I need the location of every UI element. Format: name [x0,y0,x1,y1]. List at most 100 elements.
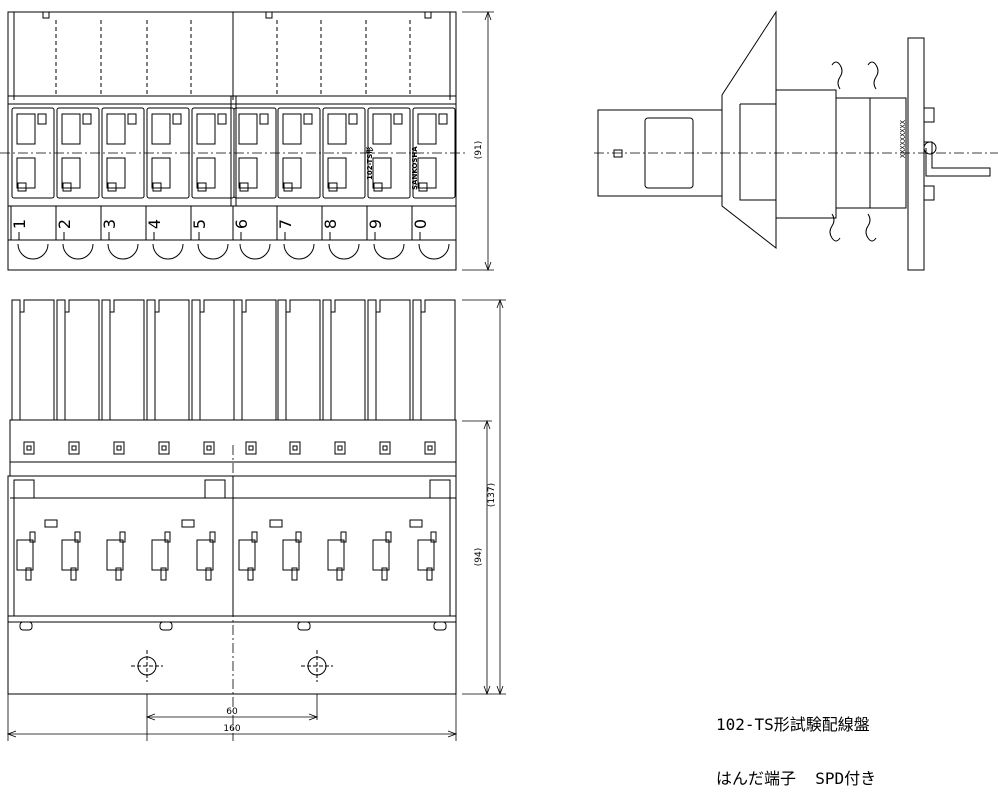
module-latch [283,182,293,192]
solder-cup-inner [427,445,433,451]
base-foot [159,621,173,631]
solder-cup-inner [71,445,77,451]
serial-mark: XXXXXXXXX [899,119,907,158]
title-line-1: 102-TS形試験配線盤 [716,715,870,734]
dimension-side-body-height: (94) [474,548,484,566]
module-latch [373,182,383,192]
module-window-upper [106,113,126,145]
clip-tab [429,479,451,499]
module-latch [152,182,162,192]
terminal-pin [430,531,437,543]
base-foot [433,621,447,631]
module-window-upper [61,113,81,145]
terminal-leg [160,567,167,581]
solder-cup [424,441,436,455]
solder-cup-inner [116,445,122,451]
module-window-upper [151,113,171,145]
module-latch [62,182,72,192]
module-marker [82,113,92,125]
contact-fin [101,299,145,420]
terminal-block [16,539,34,571]
terminal-block [238,539,256,571]
terminal-leg [381,567,388,581]
terminal-pin [119,531,126,543]
side-view [594,10,998,271]
module-marker [217,113,227,125]
terminal-block [282,539,300,571]
module-latch [17,182,27,192]
contact-fin [191,299,235,420]
module-marker [393,113,403,125]
solder-cup-inner [248,445,254,451]
clip-tab [13,479,35,499]
solder-cup [68,441,80,455]
solder-cup-inner [382,445,388,451]
terminal-leg [115,567,122,581]
module-window-upper [196,113,216,145]
terminal-number: 5 [190,219,209,229]
terminal-block [151,539,169,571]
terminal-leg [426,567,433,581]
terminal-block [417,539,435,571]
scallop [17,243,49,260]
dimension-mount-pitch: 60 [226,707,238,717]
scallop [418,243,450,260]
terminal-block [196,539,214,571]
scallop [328,243,360,260]
terminal-number: 9 [366,219,385,229]
scallop [62,243,94,260]
terminal-pin [209,531,216,543]
module-marker [172,113,182,125]
scallop [107,243,139,260]
module-marker [37,113,47,125]
terminal-leg [247,567,254,581]
spd-window [409,519,423,528]
spd-window [269,519,283,528]
terminal-number: 3 [100,219,119,229]
contact-fin [56,299,100,420]
module-latch [197,182,207,192]
terminal-leg [70,567,77,581]
terminal-block [106,539,124,571]
contact-fin [146,299,190,420]
module-window-upper [417,113,437,145]
dimension-side-total-height: (137) [487,483,497,507]
terminal-number: 4 [145,219,164,229]
module-window-upper [372,113,392,145]
module-window-upper [282,113,302,145]
terminal-leg [291,567,298,581]
terminal-pin [385,531,392,543]
dimension-front-height: (91) [474,141,484,159]
contact-fin [233,299,277,420]
terminal-number: 0 [411,219,430,229]
terminal-block [372,539,390,571]
model-mark: 102-TS形 [365,147,374,180]
module-latch [107,182,117,192]
base-foot [19,621,33,631]
drawing-title: 102-TS形試験配線盤 はんだ端子 SPD付き [716,680,876,806]
terminal-number: 6 [232,219,251,229]
terminal-pin [295,531,302,543]
spd-window [44,519,58,528]
module-window-upper [327,113,347,145]
scallop [373,243,405,260]
module-latch [239,182,249,192]
base-foot [297,621,311,631]
contact-fin [277,299,321,420]
solder-cup-inner [161,445,167,451]
solder-cup-inner [26,445,32,451]
solder-cup [113,441,125,455]
solder-cup [158,441,170,455]
terminal-number: 7 [276,219,295,229]
solder-cup [245,441,257,455]
terminal-number: 1 [10,219,29,229]
title-line-2: はんだ端子 SPD付き [716,769,877,788]
spd-window [181,519,195,528]
module-marker [127,113,137,125]
contact-fin [11,299,55,420]
scallop [239,243,271,260]
contact-fin [412,299,456,420]
terminal-leg [336,567,343,581]
dimension-total-width: 160 [223,724,240,734]
